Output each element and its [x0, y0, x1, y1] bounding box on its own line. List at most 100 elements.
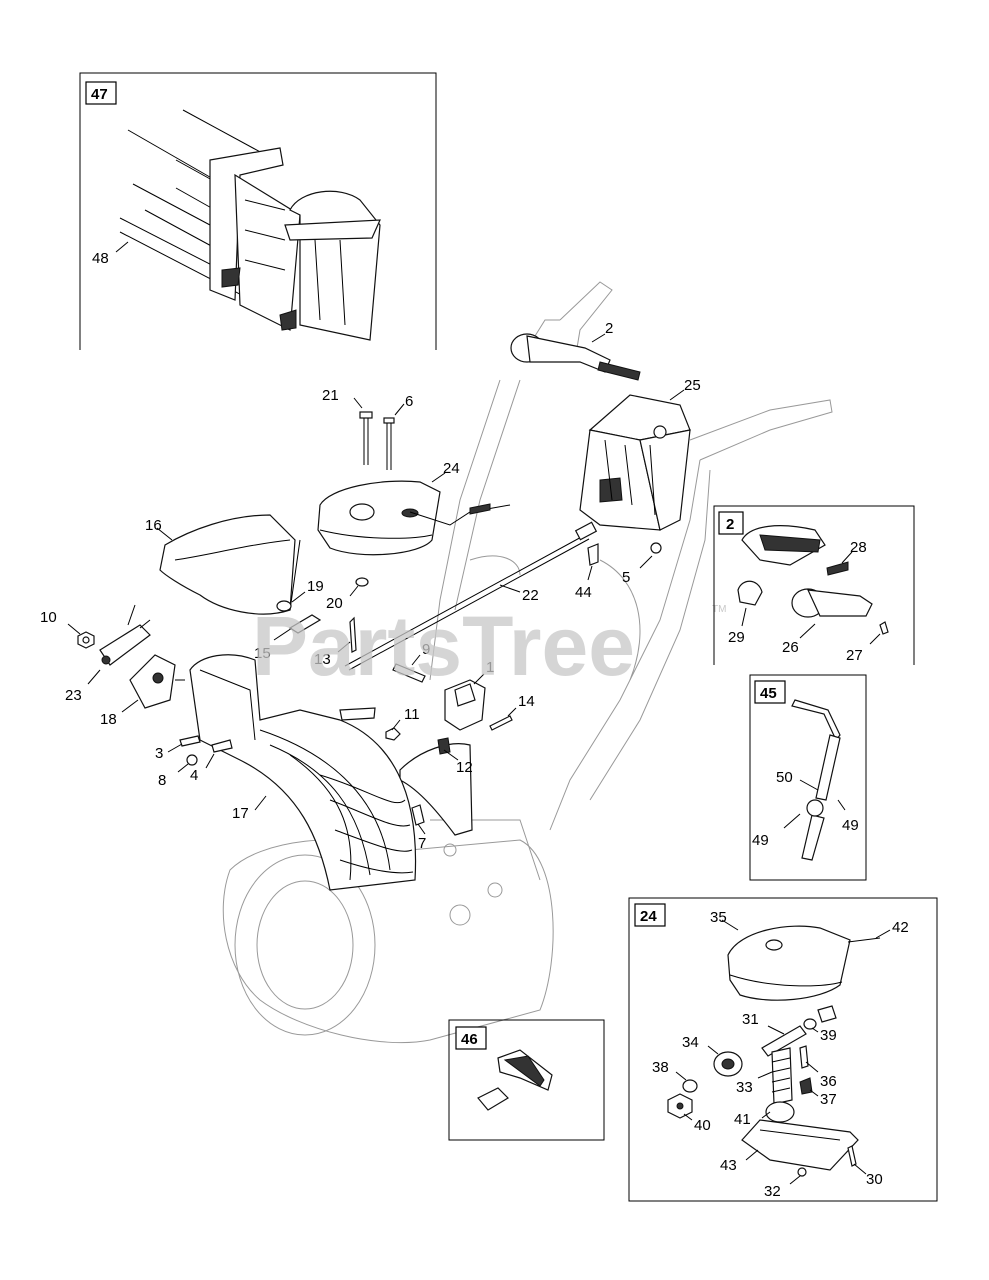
leader-26: [799, 623, 816, 639]
control-housing-25: [579, 394, 691, 531]
inset-47-label: 47: [91, 86, 108, 103]
bushing-39-a: [817, 1005, 837, 1023]
callout-37: 37: [820, 1091, 837, 1108]
inset-46-badge: [455, 1026, 487, 1050]
gear-bracket-18: [129, 654, 185, 709]
leader-49b: [837, 799, 846, 811]
callout-6: 6: [405, 393, 413, 410]
inset-46-label: 46: [461, 1031, 478, 1048]
pin-9: [392, 663, 426, 683]
leader-22: [499, 584, 521, 593]
leader-49a: [783, 813, 801, 829]
inset-47-badge: [85, 81, 117, 105]
leader-40: [683, 1113, 693, 1121]
bolt-14: [489, 715, 513, 731]
callout-41: 41: [734, 1111, 751, 1128]
leader-29: [741, 607, 747, 627]
spacer-15: [288, 614, 322, 634]
lever-plate: [791, 588, 873, 618]
callout-28: 28: [850, 539, 867, 556]
callout-20: 20: [326, 595, 343, 612]
inset-24: 24 35 42 31 39 34 33 36: [628, 897, 938, 1202]
leader-5: [639, 555, 653, 569]
screw-5: [650, 542, 662, 554]
bracket-23: [99, 604, 151, 666]
leader-18: [121, 699, 139, 713]
leader-27: [869, 633, 881, 645]
leader-31: [767, 1025, 785, 1035]
callout-19: 19: [307, 578, 324, 595]
callout-7: 7: [418, 835, 426, 852]
leader-21: [353, 397, 363, 409]
inset-45-label: 45: [760, 685, 777, 702]
leader-43: [745, 1149, 759, 1161]
bolt-21: [359, 411, 373, 465]
chute-cover-24: [317, 480, 511, 556]
leader-4: [205, 753, 215, 769]
pin-36: [799, 1045, 809, 1069]
bolt-3: [179, 735, 201, 747]
callout-8: 8: [158, 772, 166, 789]
callout-39: 39: [820, 1027, 837, 1044]
washer-38: [682, 1079, 698, 1093]
leader-15: [273, 627, 293, 641]
callout-14: 14: [518, 693, 535, 710]
callout-27: 27: [846, 647, 863, 664]
leader-44: [587, 565, 593, 581]
callout-5: 5: [622, 569, 630, 586]
washer-39: [803, 1018, 817, 1030]
callout-21: 21: [322, 387, 339, 404]
leader-6: [394, 403, 405, 416]
callout-40: 40: [694, 1117, 711, 1134]
callout-9: 9: [422, 641, 430, 658]
callout-10: 10: [40, 609, 57, 626]
callout-34: 34: [682, 1034, 699, 1051]
discharge-chute-17: [189, 654, 417, 891]
mount-bracket-1: [444, 679, 486, 731]
callout-24: 24: [443, 460, 460, 477]
callout-36: 36: [820, 1073, 837, 1090]
callout-42: 42: [892, 919, 909, 936]
leader-13: [337, 641, 351, 653]
callout-1: 1: [486, 659, 494, 676]
grip-2: [741, 525, 826, 566]
callout-32: 32: [764, 1183, 781, 1200]
inset-24-badge: [634, 903, 666, 927]
leader-10: [67, 623, 81, 635]
leader-35: [721, 919, 739, 931]
inset-2: 2 28 29 26 27: [713, 505, 915, 665]
callout-22: 22: [522, 587, 539, 604]
screw-30: [847, 1145, 857, 1167]
callout-33: 33: [736, 1079, 753, 1096]
leader-34: [707, 1045, 719, 1055]
callout-23: 23: [65, 687, 82, 704]
support-bracket-12: [399, 737, 473, 836]
callout-25: 25: [684, 377, 701, 394]
bolt-4: [211, 739, 233, 753]
knob-29: [737, 580, 763, 606]
watermark: PartsTree: [252, 599, 635, 693]
worm-gear-33: [771, 1047, 793, 1105]
pin-44: [587, 543, 599, 566]
leader-11: [391, 719, 401, 731]
callout-26: 26: [782, 639, 799, 656]
leader-33: [757, 1071, 773, 1079]
callout-11: 11: [404, 706, 420, 723]
leader-8: [177, 763, 189, 773]
inset-2-label: 2: [726, 516, 734, 533]
screw-27: [879, 621, 889, 635]
inset-2-badge: [718, 511, 744, 535]
nut-40: [667, 1093, 693, 1119]
callout-3: 3: [155, 745, 163, 762]
callout-49b: 49: [842, 817, 859, 834]
callout-50: 50: [776, 769, 793, 786]
leader-50: [799, 779, 819, 791]
gear-34: [713, 1051, 743, 1077]
spring-37: [799, 1077, 813, 1095]
inset-46: 46: [448, 1019, 605, 1141]
inset-47: 47 48: [79, 72, 437, 350]
leader-41: [761, 1111, 771, 1119]
leader-25: [669, 389, 685, 401]
chute-deflector-16: [159, 514, 301, 615]
